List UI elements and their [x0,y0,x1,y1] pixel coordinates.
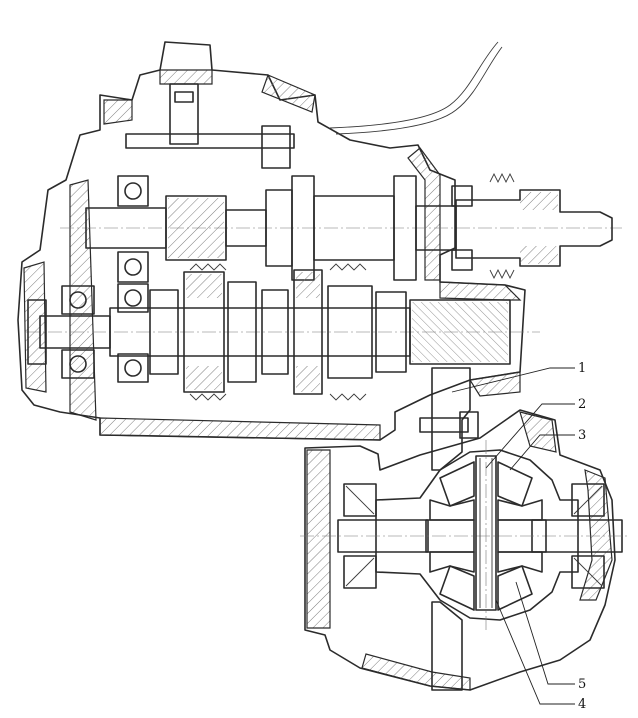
callout-label-2: 2 [578,397,586,412]
gearbox-housing [17,41,526,441]
differential-gears [425,461,547,611]
callout-label-3: 3 [578,428,586,443]
callout-label-4: 4 [578,697,586,712]
callout-label-5: 5 [578,677,586,692]
main-shaft [26,263,540,401]
differential-housing [304,409,616,691]
callout-label-1: 1 [578,361,586,376]
pinion-shaft [475,440,497,630]
ring-gear [419,367,479,691]
input-shaft [60,83,622,283]
leader-lines [451,367,575,705]
differential-case [300,449,630,621]
